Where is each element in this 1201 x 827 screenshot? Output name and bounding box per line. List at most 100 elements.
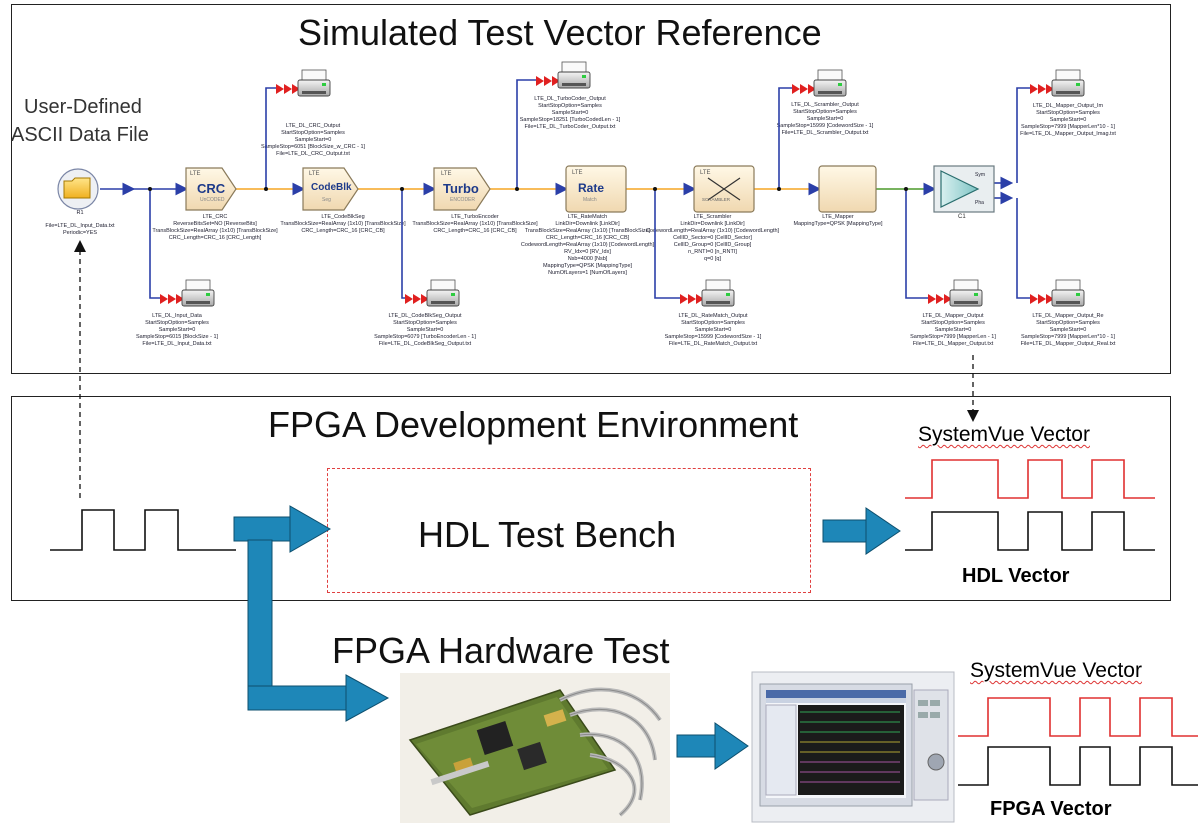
sink-mapper-im-slot [1056, 91, 1080, 94]
branch-scram-node [777, 187, 781, 191]
sinks-turbo-out-text: LTE_DL_TurboCoder_Output [534, 96, 606, 102]
branch-codeblk-node [400, 187, 404, 191]
systemvue-waveform-mid [905, 459, 1155, 499]
sink-mapper-arrow-icon [944, 294, 952, 304]
turbo-block-tag: LTE [441, 171, 452, 177]
mapper-block [818, 165, 877, 213]
hdl-vector-label: HDL Vector [962, 565, 1070, 587]
sink-turbo-arrow-icon [552, 76, 560, 86]
sink-crc-slot [302, 91, 326, 94]
sinks-mapper-re-text: File=LTE_DL_Mapper_Output_Real.txt [1020, 341, 1116, 347]
sinks-codeblk-out-text: File=LTE_DL_CodeBlkSeg_Output.txt [378, 341, 472, 347]
sinks-input-text: SampleStop=6015 [BlockSize - 1] [135, 334, 219, 340]
branch-c1-im [1016, 87, 1030, 183]
panel-title-reference: Simulated Test Vector Reference [298, 12, 822, 53]
branch-turbo-node [515, 187, 519, 191]
sink-input [160, 279, 215, 307]
branch-input [149, 189, 160, 299]
c1-out1: Sym [975, 172, 985, 178]
params-codeblk-text: CRC_Length=CRC_16 [CRC_CB] [301, 228, 385, 234]
sink-codeblk-slot [431, 301, 455, 304]
sink-crc-arrow-icon [292, 84, 300, 94]
sink-codeblk-arrow-icon [413, 294, 421, 304]
systemvue-waveform-bot [958, 697, 1198, 737]
user-file-label-2: ASCII Data File [11, 124, 149, 146]
sink-mapper-re-arrow-icon [1046, 294, 1054, 304]
crc-block-tag: LTE [190, 171, 201, 177]
sinks-mapper-re-text: SampleStart=0 [1049, 327, 1087, 333]
params-scram-text: CellID_Sector=0 [CellID_Sector] [673, 235, 752, 241]
branch-rate [654, 189, 680, 299]
scrambler-block-tag: LTE [700, 170, 711, 176]
sinks-scram-out-text: SampleStart=0 [806, 116, 844, 122]
sink-mapper-re-led [1076, 293, 1080, 296]
sinks-input-text: SampleStart=0 [158, 327, 196, 333]
sink-scrambler [792, 69, 847, 97]
sink-scrambler-led [838, 83, 842, 86]
block-nodes [57, 61, 1085, 307]
analyzer-photo [751, 671, 955, 823]
title-hardware-test: FPGA Hardware Test [332, 630, 670, 671]
input-waveform [50, 509, 236, 551]
sinks-crc-out-text: LTE_DL_CRC_Output [285, 123, 341, 129]
sink-crc-arrow-icon [284, 84, 292, 94]
params-rate-text: CodewordLength=RealArray (1x10) [Codewor… [520, 242, 655, 248]
branch-codeblk [401, 189, 405, 299]
params-rate-text: LTE_RateMatch [567, 214, 608, 220]
signal-wires [100, 79, 1030, 299]
panel-fpga-dev-env [11, 396, 1171, 601]
sink-mapper-im [1030, 69, 1085, 97]
sink-rate [680, 279, 735, 307]
sinks-input-text: StartStopOption=Samples [145, 320, 209, 326]
sinks-mapper-re-text: LTE_DL_Mapper_Output_Re [1032, 313, 1104, 319]
params-scram-text: CodewordLength=RealArray (1x10) [Codewor… [645, 228, 780, 234]
sinks-mapper-out-text: File=LTE_DL_Mapper_Output.txt [912, 341, 994, 347]
params-rate-text: TransBlockSize=RealArray (1x10) [TransBl… [524, 228, 651, 234]
sink-scrambler-arrow-icon [800, 84, 808, 94]
sinks-crc-out-text: File=LTE_DL_CRC_Output.txt [276, 151, 350, 157]
sinks-mapper-im-text: StartStopOption=Samples [1036, 110, 1100, 116]
params-crc-text: TransBlockSize=RealArray (1x10) [TransBl… [152, 228, 278, 234]
sinks-scram-out-text: SampleStop=15999 [CodewordSize - 1] [776, 123, 874, 129]
sink-mapper-im-arrow-icon [1030, 84, 1038, 94]
sink-input-slot [186, 301, 210, 304]
params-codeblk-text: LTE_CodeBlkSeg [321, 214, 365, 220]
sinks-mapper-im-text: LTE_DL_Mapper_Output_Im [1032, 103, 1104, 109]
params-rate-text: RV_Idx=0 [RV_Idx] [564, 249, 611, 255]
dashed-link-output-head [967, 410, 979, 422]
sinks-crc-out-text: StartStopOption=Samples [281, 130, 345, 136]
r1-label: R1 [76, 210, 84, 216]
systemvue-vector-label-bot: SystemVue Vector [970, 659, 1142, 682]
sink-mapper-im-arrow-icon [1046, 84, 1054, 94]
sinks-turbo-out-text: StartStopOption=Samples [538, 103, 602, 109]
turbo-block [433, 167, 491, 211]
sink-scrambler-arrow-icon [792, 84, 800, 94]
params-rate-text: LinkDir=Downlink [LinkDir] [555, 221, 620, 227]
sinks-turbo-out-text: SampleStop=18251 [TurboCodedLen - 1] [519, 117, 621, 123]
sink-turbo [536, 61, 591, 89]
codeblk-block [302, 167, 359, 211]
sink-rate-led [726, 293, 730, 296]
sinks-codeblk-out-text: StartStopOption=Samples [393, 320, 457, 326]
board-photo [400, 673, 670, 823]
crc-block-label: CRC [197, 181, 226, 196]
sink-crc-arrow-icon [276, 84, 284, 94]
sink-input-arrow-icon [168, 294, 176, 304]
sinks-rate-out-text: SampleStop=15999 [CodewordSize - 1] [664, 334, 762, 340]
sink-mapper-re-arrow-icon [1030, 294, 1038, 304]
branch-crc-node [264, 187, 268, 191]
branch-rate-node [653, 187, 657, 191]
params-codeblk-text: TransBlockSize=RealArray (1x10) [TransBl… [280, 221, 406, 227]
params-rate-text: MappingType=QPSK [MappingType] [542, 263, 633, 269]
sinks-mapper-re-text: SampleStop=7999 [MapperLen*10 - 1] [1020, 334, 1116, 340]
sinks-rate-out-text: StartStopOption=Samples [681, 320, 745, 326]
sinks-input-text: LTE_DL_Input_Data [152, 313, 202, 319]
params-scram-text: n_RNTI=0 [n_RNTI] [688, 249, 737, 255]
sink-codeblk-led [451, 293, 455, 296]
branch-turbo [516, 79, 536, 189]
params-scram-text: LTE_Scrambler [693, 214, 732, 220]
crc-block [185, 167, 237, 211]
sinks-codeblk-out-text: LTE_DL_CodeBlkSeg_Output [388, 313, 462, 319]
params-crc-text: CRC_Length=CRC_16 [CRC_Length] [168, 235, 262, 241]
